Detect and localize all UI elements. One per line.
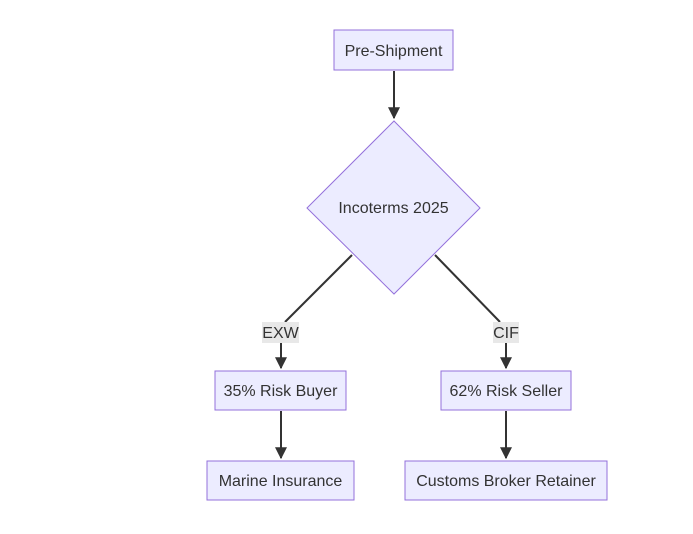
node-marine-insurance: Marine Insurance bbox=[206, 460, 355, 501]
node-risk-seller-label: 62% Risk Seller bbox=[450, 383, 564, 400]
edge-label-exw: EXW bbox=[262, 322, 300, 343]
edge-label-cif: CIF bbox=[493, 322, 519, 343]
node-risk-seller: 62% Risk Seller bbox=[440, 370, 572, 411]
edge-incoterms-to-exw-label bbox=[284, 254, 353, 323]
node-risk-buyer-label: 35% Risk Buyer bbox=[224, 383, 338, 400]
node-customs-broker-label: Customs Broker Retainer bbox=[416, 473, 596, 490]
node-incoterms-decision: Incoterms 2025 bbox=[306, 120, 481, 295]
edge-incoterms-to-cif-label bbox=[434, 254, 501, 323]
edge-label-cif-text: CIF bbox=[493, 325, 519, 342]
node-pre-shipment: Pre-Shipment bbox=[333, 29, 454, 71]
edge-label-exw-text: EXW bbox=[262, 325, 299, 342]
node-customs-broker: Customs Broker Retainer bbox=[404, 460, 608, 501]
node-pre-shipment-label: Pre-Shipment bbox=[345, 43, 443, 60]
node-incoterms-label: Incoterms 2025 bbox=[338, 200, 448, 217]
node-marine-insurance-label: Marine Insurance bbox=[219, 473, 343, 490]
node-risk-buyer: 35% Risk Buyer bbox=[214, 370, 347, 411]
